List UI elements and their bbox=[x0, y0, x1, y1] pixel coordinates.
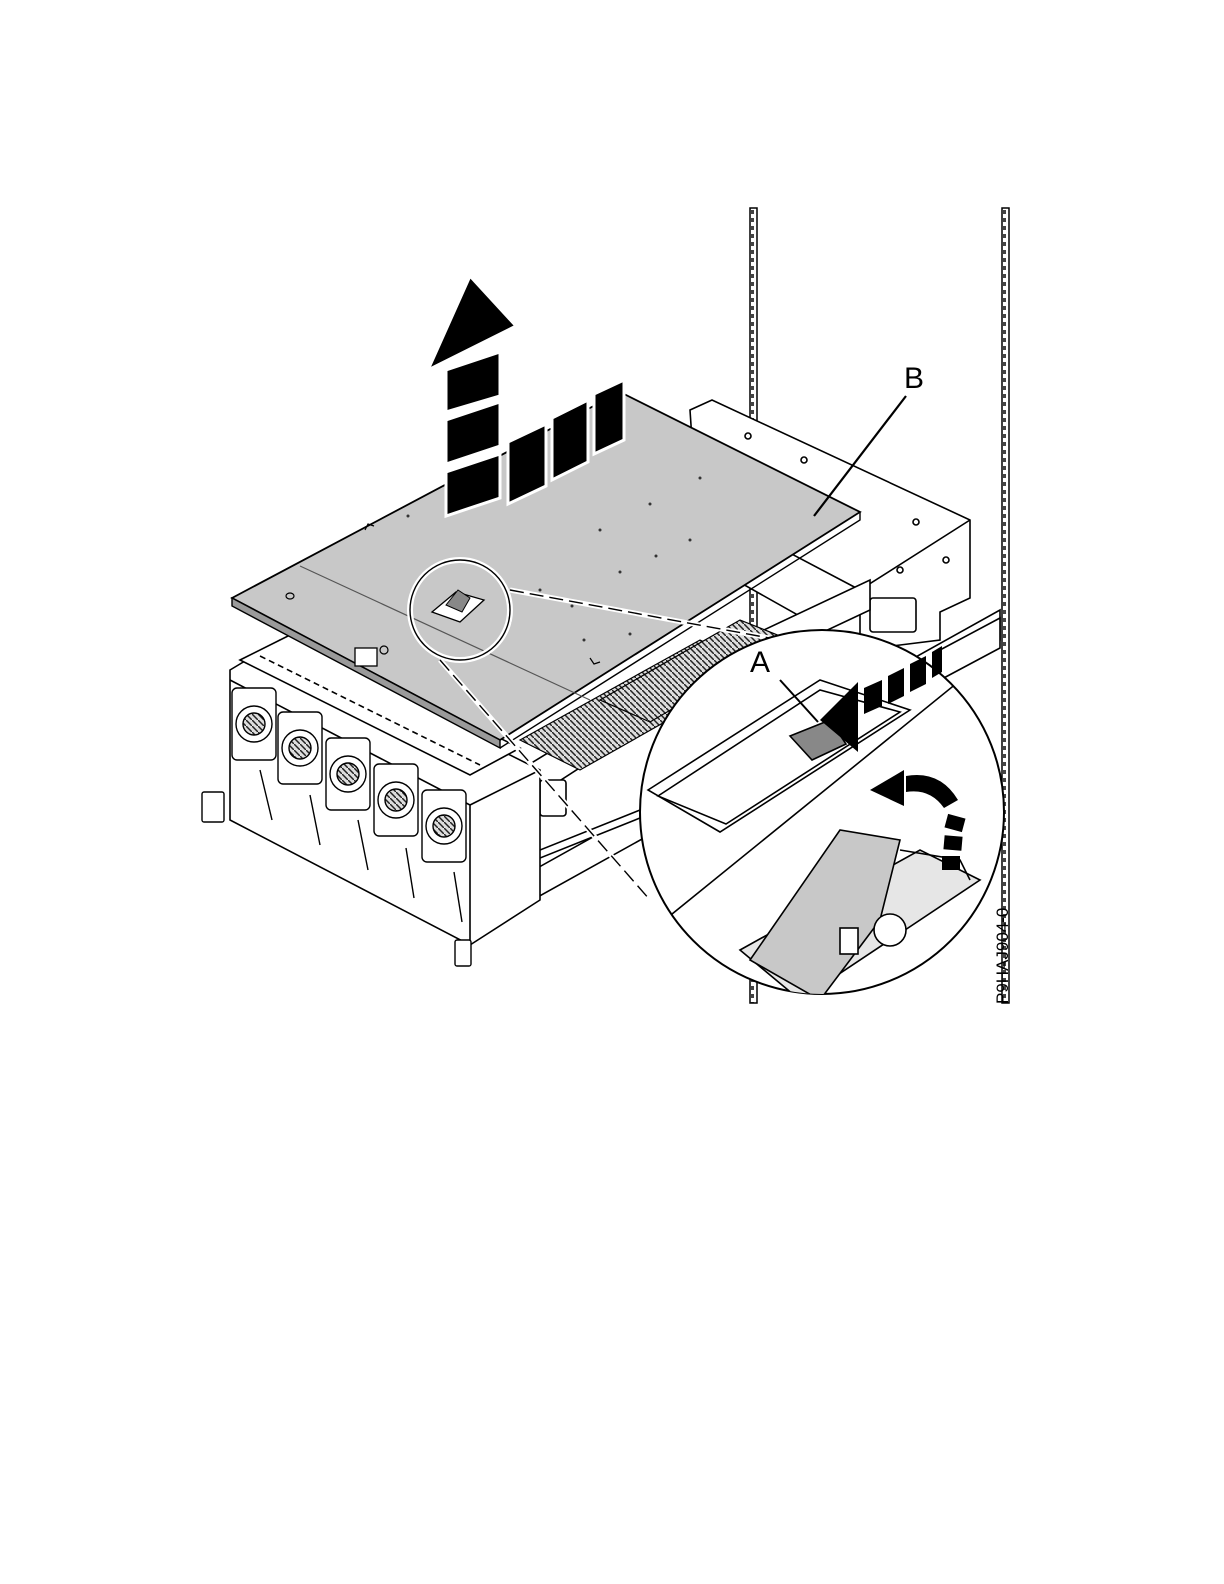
fan-icon bbox=[232, 688, 276, 760]
fan-icon bbox=[278, 712, 322, 784]
callout-a-label: A bbox=[750, 646, 770, 679]
fan-icon bbox=[422, 790, 466, 862]
figure-id: P9HAJ904-0 bbox=[993, 908, 1012, 1004]
fan-icon bbox=[374, 764, 418, 836]
callout-b-label: B bbox=[904, 362, 924, 395]
magnified-detail bbox=[640, 630, 1010, 1000]
fan-icon bbox=[326, 738, 370, 810]
